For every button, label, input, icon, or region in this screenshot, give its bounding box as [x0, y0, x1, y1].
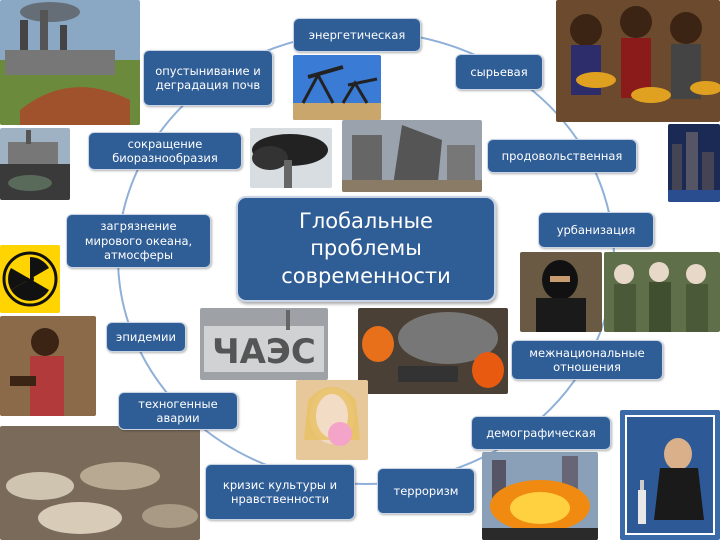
label-technogenic: техногенные аварии	[118, 392, 238, 430]
label-demographic: демографическая	[471, 416, 611, 450]
war-explosion-photo	[358, 308, 508, 394]
terror-attack-photo	[482, 452, 598, 540]
armed-group-photo	[604, 252, 720, 332]
label-biodiversity: сокращение биоразнообразия	[88, 132, 242, 170]
famine-victim-photo	[0, 316, 96, 416]
label-urbanization: урбанизация	[538, 212, 654, 248]
label-epidemics: эпидемии	[106, 322, 186, 352]
absinthe-painting-photo	[620, 410, 720, 540]
center-title: Глобальные проблемы современности	[236, 196, 496, 302]
oil-pumps-photo	[293, 55, 381, 120]
chernobyl-sign-text: ЧАЭС	[212, 332, 316, 372]
chernobyl-sign-photo: ЧАЭС	[200, 308, 328, 380]
label-ethnic-relations: межнациональные отношения	[511, 340, 663, 380]
label-pollution: загрязнение мирового океана, атмосферы	[66, 214, 211, 268]
terrorists-photo	[520, 252, 602, 332]
hungry-children-photo	[556, 0, 720, 122]
label-desertification: опустынивание и деградация почв	[143, 50, 273, 106]
smoke-stack-photo	[250, 128, 332, 188]
bubblegum-woman-photo	[296, 380, 368, 460]
label-culture-crisis: кризис культуры и нравственности	[205, 464, 355, 520]
city-night-photo	[668, 124, 720, 202]
collapsed-building-photo	[342, 120, 482, 192]
label-food: продовольственная	[487, 139, 637, 173]
industrial-waste-photo	[0, 128, 70, 200]
label-raw-materials: сырьевая	[455, 54, 543, 90]
label-energy: энергетическая	[293, 18, 421, 52]
radiation-icon	[0, 245, 60, 313]
refugees-sleeping-photo	[0, 426, 200, 540]
factory-pollution-photo	[0, 0, 140, 125]
label-terrorism: терроризм	[377, 468, 475, 514]
